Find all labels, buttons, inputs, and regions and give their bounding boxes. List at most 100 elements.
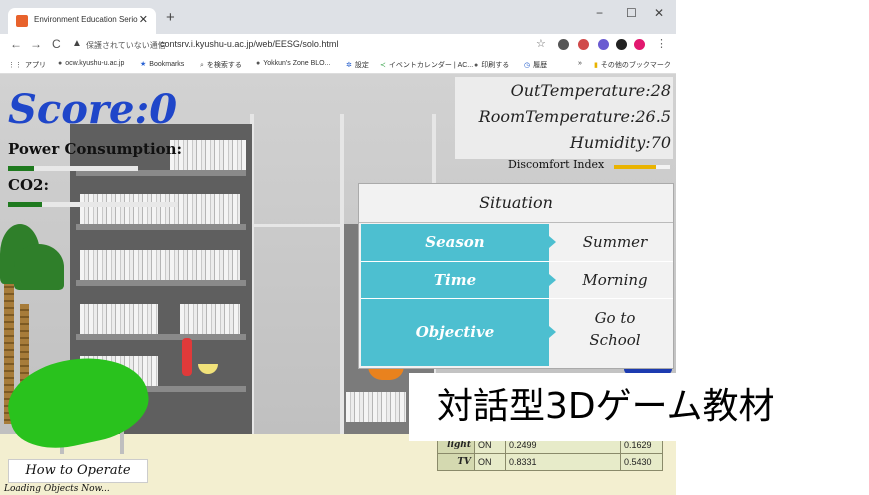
bookmarks-bar: ⋮⋮アプリ ●ocw.kyushu-u.ac.jp ★Bookmarks ⌕を検… [0,56,676,74]
window-frame [250,114,254,444]
bookmark-item[interactable]: ●印刷する [474,62,510,69]
window-frame [340,114,344,444]
palm-leaves [14,244,64,290]
profile-avatar[interactable] [634,39,645,50]
bookmark-item[interactable]: ✲設定 [346,62,369,69]
orange-object [368,366,404,380]
bookmark-item[interactable]: ▮その他のブックマーク [594,62,671,69]
books [80,194,240,224]
books [346,392,406,422]
menu-icon[interactable]: ⋮ [656,38,667,50]
shelf-board [76,386,246,392]
globe-icon: ● [474,62,479,69]
table-row: TV ON 0.8331 0.5430 [437,453,663,471]
tab-close-icon[interactable]: ✕ [138,14,148,26]
situation-key: Time [361,262,549,298]
room-temperature: RoomTemperature:26.5 [478,107,671,126]
discomfort-index-bar [614,165,670,169]
search-icon: ⌕ [200,62,204,69]
calendar-icon: ≺ [380,62,386,69]
situation-value: Summer [582,233,648,251]
co2-fill [8,202,42,207]
situation-value: Morning [582,271,648,289]
situation-row-time: Time Morning [359,262,673,298]
situation-panel: Situation Season Summer Time Morning Obj… [358,183,674,369]
device-state[interactable]: ON [474,453,506,471]
situation-row-objective: Objective Go to School [359,299,673,366]
red-vase [182,338,192,376]
books [180,304,240,334]
reload-button[interactable]: C [52,37,61,51]
bookmark-star-icon[interactable]: ☆ [536,38,546,50]
close-window-button[interactable]: ✕ [654,6,665,20]
maximize-button[interactable]: ☐ [626,6,637,20]
minimize-button[interactable]: − [596,6,604,20]
plant-trunk [4,274,14,424]
warning-icon[interactable]: ▲ [72,38,82,49]
extension-icon[interactable] [578,39,589,50]
how-to-operate-button[interactable]: How to Operate [8,459,148,483]
divider [361,261,673,262]
history-icon: ◷ [524,62,531,69]
device-table: light ON 0.2499 0.1629 TV ON 0.8331 0.54… [437,436,663,471]
books [80,304,158,334]
more-bookmarks-button[interactable]: » [578,60,582,67]
device-value: 0.8331 [505,453,621,471]
plant-trunk [20,304,29,414]
game-viewport[interactable]: Score:0 Power Consumption: CO2: OutTempe… [0,74,676,495]
arrow-right-icon [549,236,556,248]
yellow-bowl [198,364,218,374]
score-display: Score:0 [8,86,178,133]
device-value: 0.5430 [620,453,663,471]
bookmark-item[interactable]: ★Bookmarks [140,61,185,68]
bookmark-item[interactable]: ●ocw.kyushu-u.ac.jp [58,60,125,67]
situation-value: Go to School [589,309,641,349]
discomfort-index-fill [614,165,656,169]
new-tab-button[interactable]: + [166,9,175,26]
security-status[interactable]: 保護されていない通信 [86,41,166,50]
address-bar[interactable]: contsrv.i.kyushu-u.ac.jp/web/EESG/solo.h… [160,39,339,49]
forward-button[interactable]: → [30,37,42,51]
puzzle-icon[interactable] [616,39,627,50]
shelf-board [76,224,246,230]
star-icon: ★ [140,61,147,68]
tab-title: Environment Education Serious G [34,15,138,24]
bookmark-item[interactable]: ⋮⋮アプリ [8,62,46,69]
power-consumption-label: Power Consumption: [8,140,183,158]
bookmark-item[interactable]: ⌕を検索する [200,62,242,69]
shelf-board [76,170,246,176]
situation-key: Objective [361,299,549,366]
bookmark-item[interactable]: ◷履歴 [524,62,548,69]
caption-overlay: 対話型3Dゲーム教材 [409,373,869,441]
back-button[interactable]: ← [10,37,22,51]
extension-icon[interactable] [598,39,609,50]
shelf-board [76,280,246,286]
situation-title: Situation [359,184,673,223]
humidity: Humidity:70 [569,133,671,152]
books [80,250,240,280]
co2-bar [8,202,178,207]
books [170,140,246,170]
situation-row-season: Season Summer [359,224,673,261]
out-temperature: OutTemperature:28 [510,81,671,100]
situation-key: Season [361,224,549,261]
browser-tab[interactable]: Environment Education Serious G ✕ [8,8,156,34]
power-consumption-fill [8,166,34,171]
gear-icon: ✲ [346,62,352,69]
globe-icon: ● [58,60,63,67]
extension-icon[interactable] [558,39,569,50]
environment-panel: OutTemperature:28 RoomTemperature:26.5 H… [455,77,673,159]
loading-status: Loading Objects Now... [4,484,110,494]
power-consumption-bar [8,166,138,171]
bookmark-item[interactable]: ≺イベントカレンダー | AC... [380,62,474,69]
navigation-toolbar: ← → C ▲ 保護されていない通信 contsrv.i.kyushu-u.ac… [0,34,676,56]
bookmark-item[interactable]: ●Yokkun's Zone BLO... [256,60,331,67]
shelf-board [76,334,246,340]
chair-leg [120,424,124,454]
folder-icon: ▮ [594,62,598,69]
co2-label: CO2: [8,176,49,194]
discomfort-index-label: Discomfort Index [508,158,605,171]
globe-icon: ● [256,60,261,67]
window-frame [250,224,360,227]
browser-window: Environment Education Serious G ✕ + − ☐ … [0,0,676,495]
